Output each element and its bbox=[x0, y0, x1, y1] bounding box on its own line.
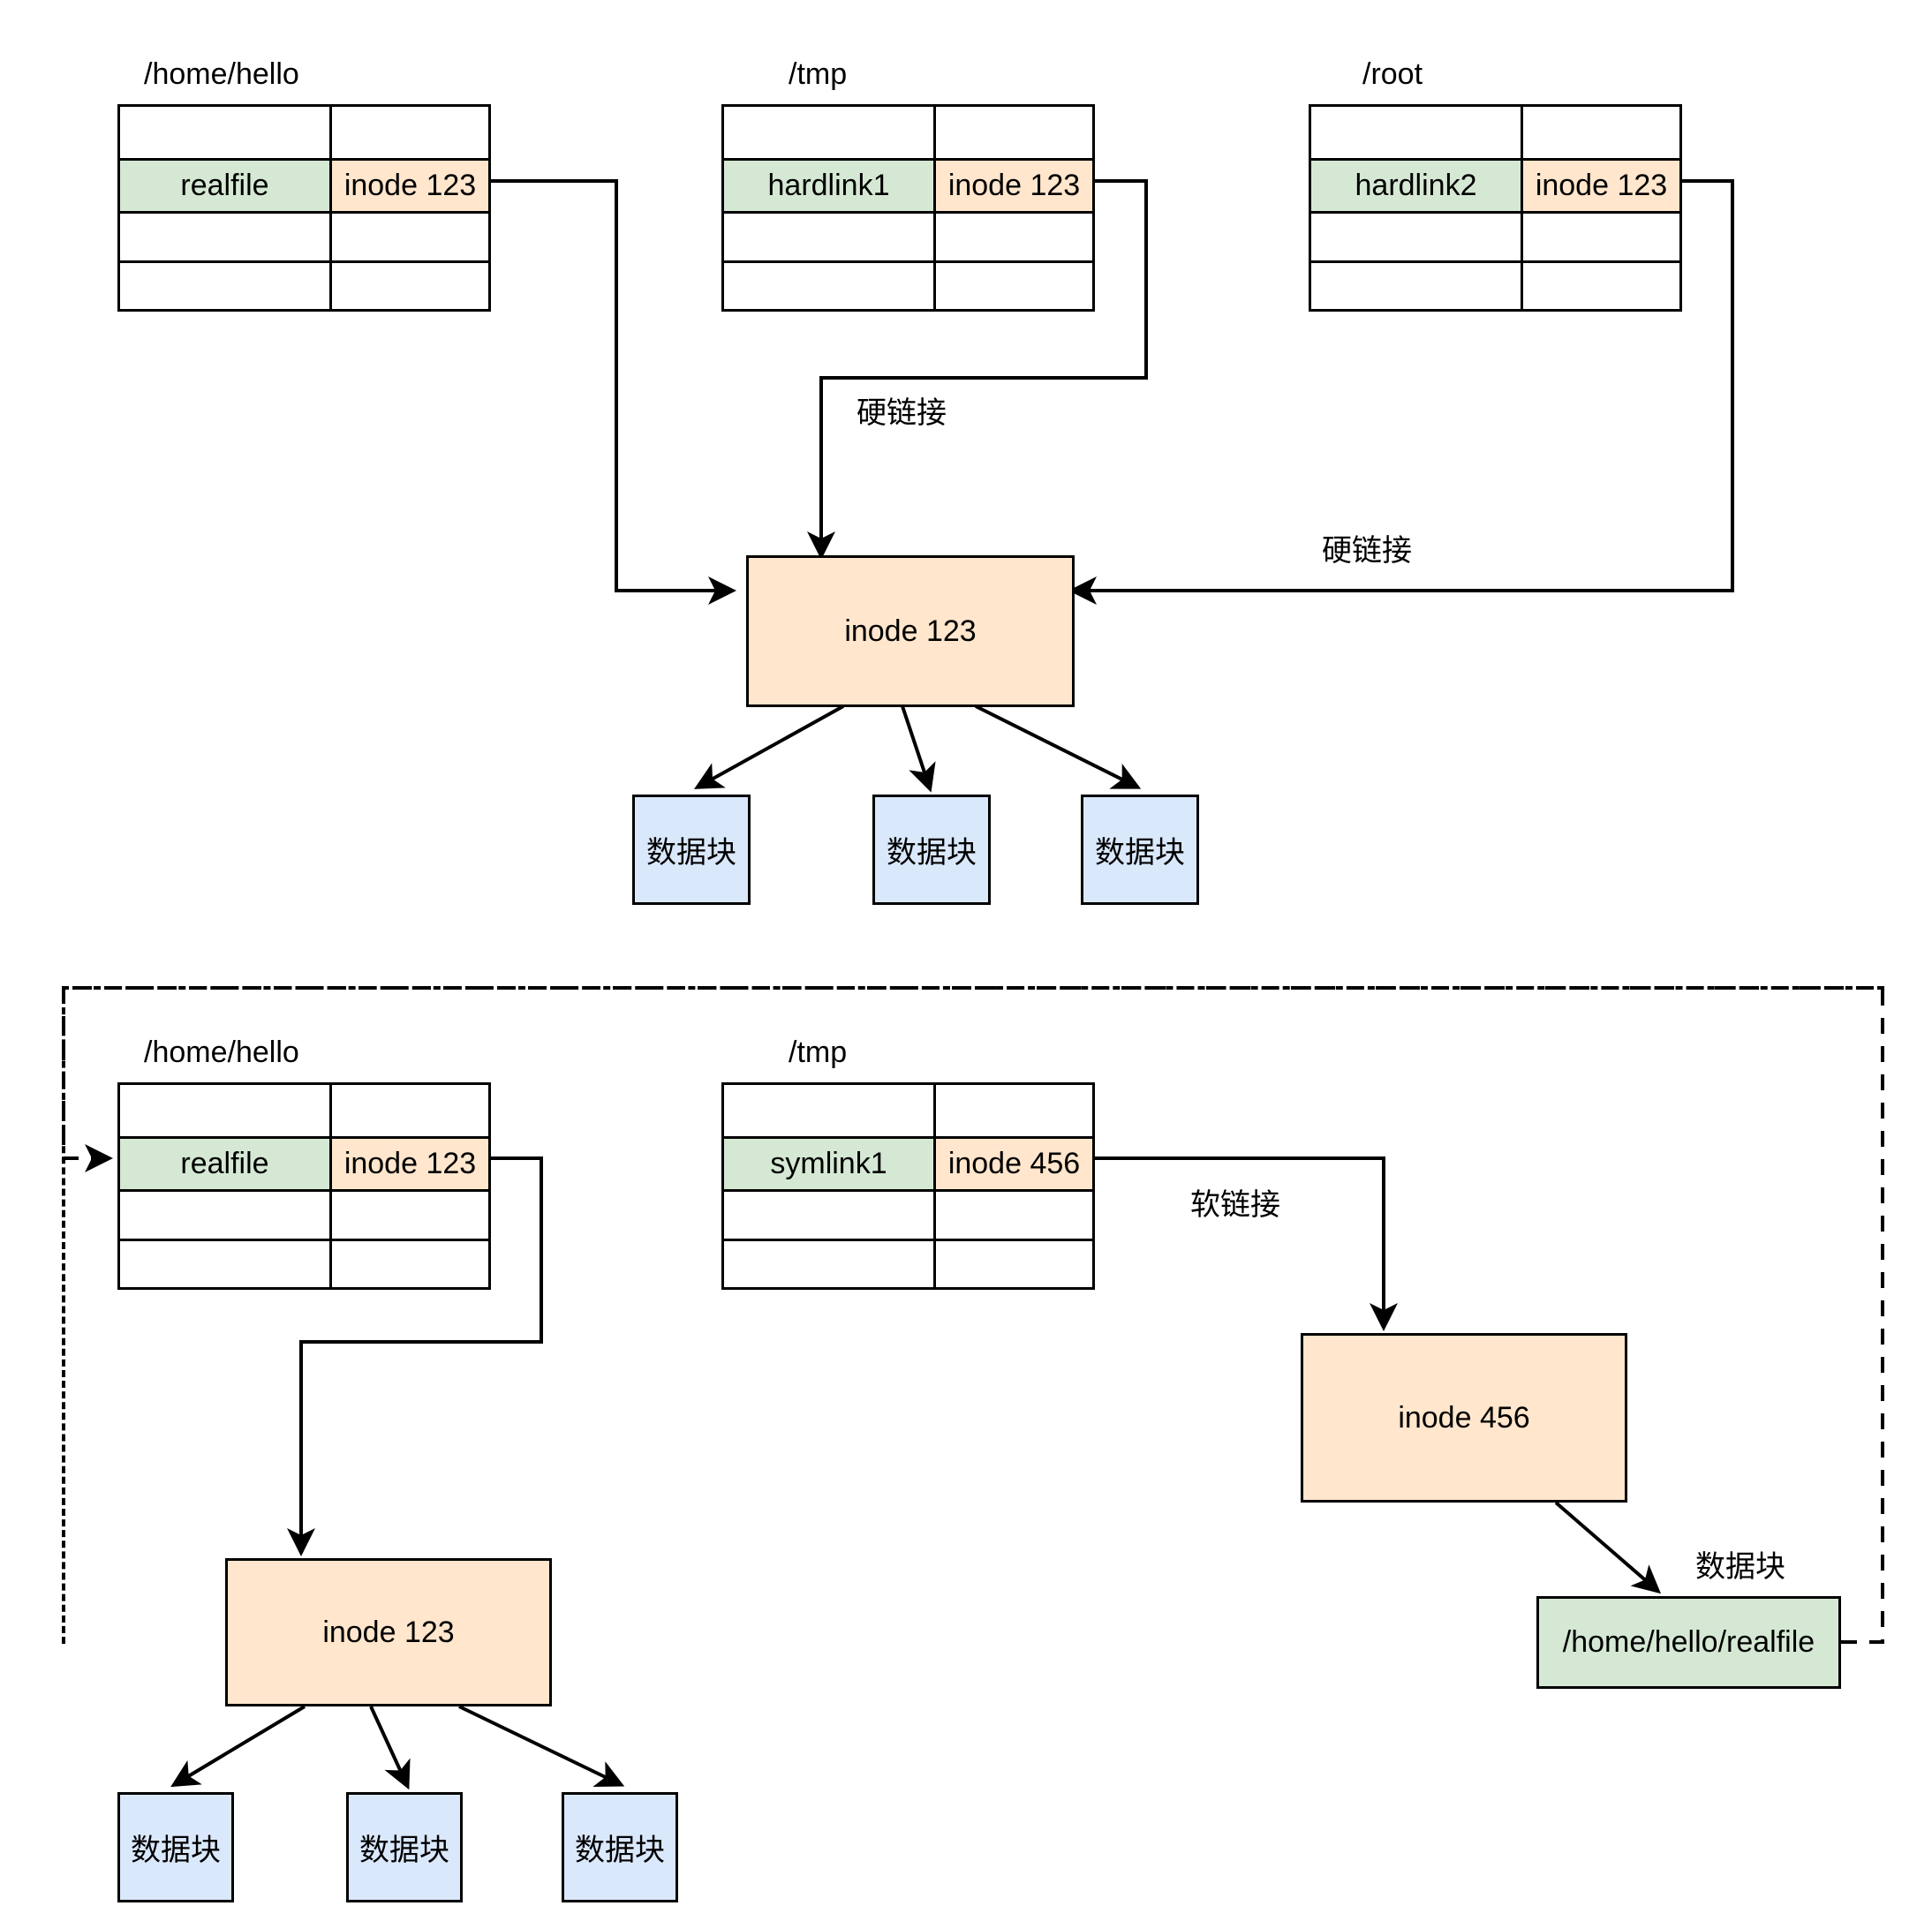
table-row bbox=[120, 1085, 488, 1136]
edge-label-symlink-data-block: 数据块 bbox=[1695, 1550, 1785, 1584]
table-row bbox=[724, 1189, 1092, 1239]
cell-filename bbox=[120, 214, 332, 260]
cell-inode bbox=[936, 1241, 1092, 1287]
table-row bbox=[724, 211, 1092, 260]
wire-inode123-to-datablock-2 bbox=[901, 705, 936, 793]
data-block: 数据块 bbox=[117, 1792, 234, 1902]
symlink-target-path-block: /home/hello/realfile bbox=[1536, 1596, 1841, 1689]
cell-inode: inode 123 bbox=[332, 1139, 488, 1189]
cell-inode bbox=[936, 263, 1092, 309]
table-row bbox=[724, 107, 1092, 158]
table-row bbox=[1311, 211, 1679, 260]
cell-filename bbox=[120, 1241, 332, 1287]
dir-label-tmp: /tmp bbox=[789, 57, 848, 91]
table-row bbox=[120, 107, 488, 158]
cell-inode bbox=[936, 214, 1092, 260]
dir-table-tmp-lower: symlink1 inode 456 bbox=[721, 1082, 1095, 1290]
data-block: 数据块 bbox=[632, 795, 751, 905]
inode-box-123-top: inode 123 bbox=[746, 555, 1075, 707]
cell-inode bbox=[1523, 263, 1679, 309]
cell-filename bbox=[120, 1085, 332, 1136]
table-row bbox=[724, 260, 1092, 309]
edge-label-hardlink-tmp: 硬链接 bbox=[857, 396, 947, 430]
cell-filename bbox=[724, 1085, 936, 1136]
cell-filename bbox=[724, 263, 936, 309]
inode-box-456: inode 456 bbox=[1301, 1333, 1627, 1503]
cell-filename bbox=[1311, 107, 1523, 158]
cell-inode bbox=[332, 1192, 488, 1239]
cell-inode bbox=[1523, 107, 1679, 158]
table-row bbox=[724, 1085, 1092, 1136]
table-row: symlink1 inode 456 bbox=[724, 1136, 1092, 1189]
cell-filename bbox=[120, 263, 332, 309]
table-row bbox=[1311, 107, 1679, 158]
cell-filename: symlink1 bbox=[724, 1139, 936, 1189]
dir-label-home-hello-lower: /home/hello bbox=[144, 1036, 299, 1069]
table-row: hardlink1 inode 123 bbox=[724, 158, 1092, 211]
data-block: 数据块 bbox=[1081, 795, 1199, 905]
dir-label-tmp-lower: /tmp bbox=[789, 1036, 848, 1069]
cell-inode bbox=[332, 214, 488, 260]
cell-filename: realfile bbox=[120, 161, 332, 211]
symlink-resolution-region bbox=[62, 986, 1884, 1644]
table-row: realfile inode 123 bbox=[120, 158, 488, 211]
dir-table-root: hardlink2 inode 123 bbox=[1309, 104, 1682, 312]
table-row: hardlink2 inode 123 bbox=[1311, 158, 1679, 211]
dir-label-home-hello: /home/hello bbox=[144, 57, 299, 91]
dir-table-home-hello-lower: realfile inode 123 bbox=[117, 1082, 491, 1290]
cell-filename bbox=[120, 107, 332, 158]
wire-inode123-to-datablock-1 bbox=[694, 704, 844, 789]
cell-filename bbox=[120, 1192, 332, 1239]
dir-table-tmp: hardlink1 inode 123 bbox=[721, 104, 1095, 312]
cell-inode: inode 123 bbox=[1523, 161, 1679, 211]
table-row bbox=[120, 1239, 488, 1287]
edge-label-hardlink-root: 硬链接 bbox=[1322, 534, 1412, 568]
wire-inode123-to-datablock-3 bbox=[975, 704, 1142, 789]
cell-inode bbox=[936, 107, 1092, 158]
wire-realfile-to-inode123 bbox=[491, 179, 736, 605]
wire-inode123lower-to-datablock-2 bbox=[369, 1706, 411, 1790]
inode-box-123-lower: inode 123 bbox=[225, 1558, 552, 1706]
table-row bbox=[120, 1189, 488, 1239]
cell-filename bbox=[724, 1192, 936, 1239]
cell-filename bbox=[724, 1241, 936, 1287]
cell-filename bbox=[1311, 214, 1523, 260]
cell-inode bbox=[332, 263, 488, 309]
cell-filename: hardlink2 bbox=[1311, 161, 1523, 211]
cell-filename bbox=[1311, 263, 1523, 309]
cell-inode bbox=[332, 1085, 488, 1136]
edge-label-softlink: 软链接 bbox=[1190, 1188, 1280, 1222]
cell-filename bbox=[724, 107, 936, 158]
data-block: 数据块 bbox=[346, 1792, 463, 1902]
cell-inode: inode 456 bbox=[936, 1139, 1092, 1189]
table-row bbox=[1311, 260, 1679, 309]
cell-inode bbox=[936, 1085, 1092, 1136]
wire-inode123lower-to-datablock-1 bbox=[170, 1705, 306, 1788]
cell-inode: inode 123 bbox=[936, 161, 1092, 211]
cell-filename: hardlink1 bbox=[724, 161, 936, 211]
cell-inode bbox=[332, 107, 488, 158]
cell-inode bbox=[1523, 214, 1679, 260]
cell-filename bbox=[724, 214, 936, 260]
cell-inode bbox=[936, 1192, 1092, 1239]
table-row bbox=[120, 211, 488, 260]
cell-filename: realfile bbox=[120, 1139, 332, 1189]
dir-label-root: /root bbox=[1362, 57, 1423, 91]
table-row bbox=[120, 260, 488, 309]
dir-table-home-hello: realfile inode 123 bbox=[117, 104, 491, 312]
wire-inode123lower-to-datablock-3 bbox=[458, 1705, 625, 1787]
table-row: realfile inode 123 bbox=[120, 1136, 488, 1189]
data-block: 数据块 bbox=[872, 795, 991, 905]
data-block: 数据块 bbox=[562, 1792, 678, 1902]
table-row bbox=[724, 1239, 1092, 1287]
cell-inode: inode 123 bbox=[332, 161, 488, 211]
cell-inode bbox=[332, 1241, 488, 1287]
